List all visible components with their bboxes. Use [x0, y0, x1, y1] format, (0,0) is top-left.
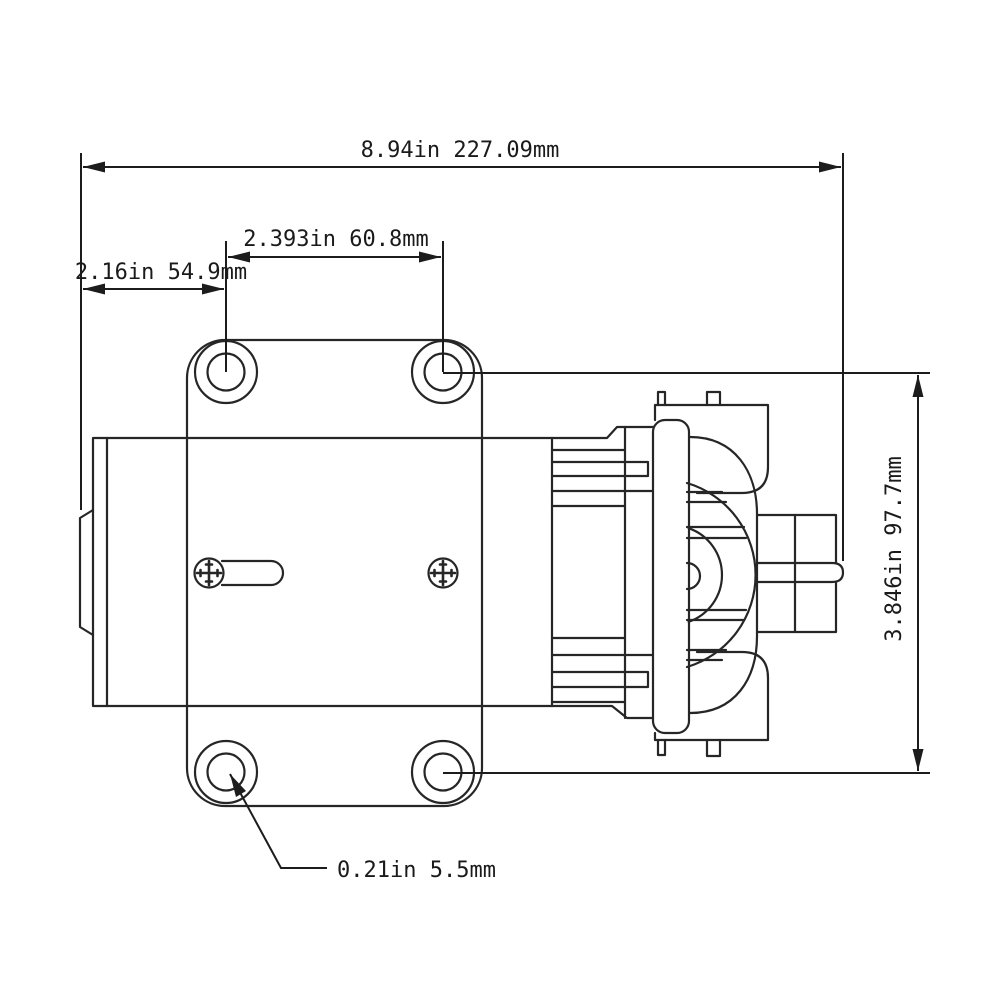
dim-label-overall-length: 8.94in 227.09mm [361, 138, 560, 163]
terminal-tab [78, 508, 95, 637]
motor-body-top [105, 425, 655, 440]
dimension-annotations: 8.94in 227.09mm 2.393in 60.8mm 2.16in 54… [75, 138, 930, 883]
outlet-port-upper [755, 513, 838, 565]
head-ear-bottom-tabs [656, 738, 722, 758]
leader-line-hole-diameter [229, 773, 327, 869]
outlet-port-lower [755, 580, 838, 634]
motor-end-cap [91, 436, 109, 708]
motor-body-bottom [105, 704, 655, 720]
dim-label-hole-spacing: 2.393in 60.8mm [243, 227, 428, 252]
valve-plate [651, 418, 691, 735]
phillips-screw-left [193, 557, 225, 589]
arrowhead [819, 161, 841, 173]
mounting-hole-bottom-left [193, 739, 259, 805]
pump-dome-hub-arc [687, 527, 723, 623]
dim-label-overall-height: 3.846in 97.7mm [882, 456, 907, 641]
arrowhead [83, 283, 105, 295]
arrowhead [228, 251, 250, 263]
dim-label-left-offset: 2.16in 54.9mm [75, 260, 247, 285]
arrowhead [912, 749, 924, 771]
head-ear-top [653, 403, 770, 495]
phillips-screw-right [427, 557, 459, 589]
pump-dome-outline [688, 435, 759, 715]
head-ear-bottom [653, 650, 770, 742]
outlet-nipple [755, 561, 845, 584]
extension-lines [80, 153, 930, 774]
adjustment-slot [220, 559, 285, 587]
head-ear-top-tabs [656, 390, 722, 407]
arrowhead [419, 251, 441, 263]
clamp-vent-slots-bottom [550, 636, 655, 704]
arrowhead [912, 375, 924, 397]
arrowhead [202, 283, 224, 295]
pump-shaft-boss [685, 561, 702, 591]
mounting-plate [185, 338, 484, 808]
arrowhead-leader [230, 774, 246, 797]
arrowhead [83, 161, 105, 173]
dim-label-hole-diameter: 0.21in 5.5mm [337, 858, 496, 883]
clamp-vent-slots-top [550, 448, 655, 508]
pump-side-view [78, 338, 845, 808]
